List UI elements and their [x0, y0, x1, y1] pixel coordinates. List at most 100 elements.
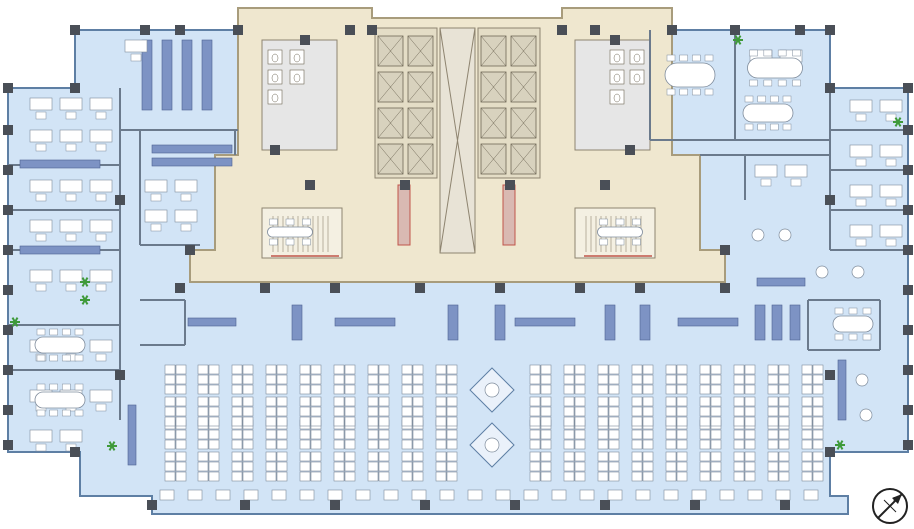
meeting-table — [747, 49, 803, 87]
storage-cabinets — [19, 39, 847, 466]
desk-cluster — [563, 451, 586, 482]
desk-cluster — [699, 396, 722, 427]
plant-icon — [10, 35, 903, 451]
desk-cluster — [733, 364, 756, 395]
round-table — [778, 228, 792, 242]
meeting-table — [34, 328, 86, 362]
meeting-table — [832, 307, 874, 341]
desk-cluster — [767, 451, 790, 482]
office-furniture — [29, 429, 83, 452]
private-offices — [29, 39, 903, 452]
desk-cluster — [631, 451, 654, 482]
perimeter-desk — [411, 489, 427, 501]
desk-cluster — [164, 396, 187, 427]
meeting-table — [597, 218, 643, 246]
office-furniture — [29, 97, 113, 120]
desk-cluster — [435, 396, 458, 427]
round-table — [855, 373, 869, 387]
lounge-table — [469, 367, 515, 413]
desk-cluster — [631, 364, 654, 395]
perimeter-desk — [383, 489, 399, 501]
structural-columns — [3, 25, 913, 510]
perimeter-desk — [635, 489, 651, 501]
desk-cluster — [699, 364, 722, 395]
desk-cluster — [401, 396, 424, 427]
meeting-rooms — [34, 49, 874, 422]
stair-landing-right — [502, 184, 516, 246]
perimeter-desk — [243, 489, 259, 501]
desk-cluster — [529, 451, 552, 482]
desk-cluster — [164, 364, 187, 395]
meeting-table — [742, 95, 794, 131]
perimeter-desk — [747, 489, 763, 501]
desk-cluster — [197, 396, 220, 427]
desk-cluster — [665, 451, 688, 482]
desk-cluster — [299, 451, 322, 482]
desk-cluster — [733, 451, 756, 482]
office-furniture — [144, 209, 198, 232]
perimeter-desk — [551, 489, 567, 501]
meeting-table — [267, 218, 313, 246]
desk-cluster — [801, 364, 824, 395]
desk-cluster — [597, 364, 620, 395]
office-furniture — [29, 129, 113, 152]
office-furniture — [29, 219, 113, 242]
desk-cluster — [197, 364, 220, 395]
elevator-icon — [377, 35, 537, 175]
open-plan-workstations — [159, 364, 824, 501]
desk-cluster — [733, 396, 756, 427]
desk-cluster — [231, 451, 254, 482]
desk-cluster — [265, 364, 288, 395]
meeting-table — [664, 54, 716, 96]
perimeter-desk — [523, 489, 539, 501]
desk-cluster — [435, 364, 458, 395]
perimeter-desk — [159, 489, 175, 501]
office-furniture — [849, 224, 903, 247]
office-furniture — [849, 144, 903, 167]
office-furniture — [29, 269, 113, 292]
desk-cluster — [333, 396, 356, 427]
perimeter-desk — [495, 489, 511, 501]
meeting-table — [34, 383, 86, 417]
desk-cluster — [529, 396, 552, 427]
desk-cluster — [231, 364, 254, 395]
perimeter-desk — [271, 489, 287, 501]
north-arrow-label: N — [893, 496, 898, 504]
desk-cluster — [333, 364, 356, 395]
lounge-table — [469, 422, 515, 468]
desk-cluster — [631, 396, 654, 427]
perimeter-desk — [607, 489, 623, 501]
desk-cluster — [265, 451, 288, 482]
desk-cluster — [435, 451, 458, 482]
desk-cluster — [699, 451, 722, 482]
desk-cluster — [563, 396, 586, 427]
desk-cluster — [801, 396, 824, 427]
desk-cluster — [401, 451, 424, 482]
perimeter-desk — [775, 489, 791, 501]
office-furniture — [144, 179, 198, 202]
perimeter-desk — [187, 489, 203, 501]
perimeter-desk — [719, 489, 735, 501]
perimeter-desk — [215, 489, 231, 501]
desk-cluster — [367, 364, 390, 395]
desk-cluster — [231, 396, 254, 427]
desk-cluster — [367, 396, 390, 427]
desk-cluster — [767, 396, 790, 427]
perimeter-desk — [663, 489, 679, 501]
perimeter-desk — [327, 489, 343, 501]
toilet-icon — [267, 49, 645, 105]
round-table — [751, 228, 765, 242]
perimeter-desk — [467, 489, 483, 501]
perimeter-desk — [355, 489, 371, 501]
perimeter-desk — [691, 489, 707, 501]
compass-icon: N — [872, 488, 908, 524]
perimeter-desk — [299, 489, 315, 501]
desk-cluster — [299, 396, 322, 427]
round-table — [815, 265, 829, 279]
office-furniture — [754, 164, 808, 187]
desk-cluster — [767, 364, 790, 395]
desk-cluster — [597, 396, 620, 427]
desk-cluster — [665, 364, 688, 395]
desk-cluster — [299, 364, 322, 395]
